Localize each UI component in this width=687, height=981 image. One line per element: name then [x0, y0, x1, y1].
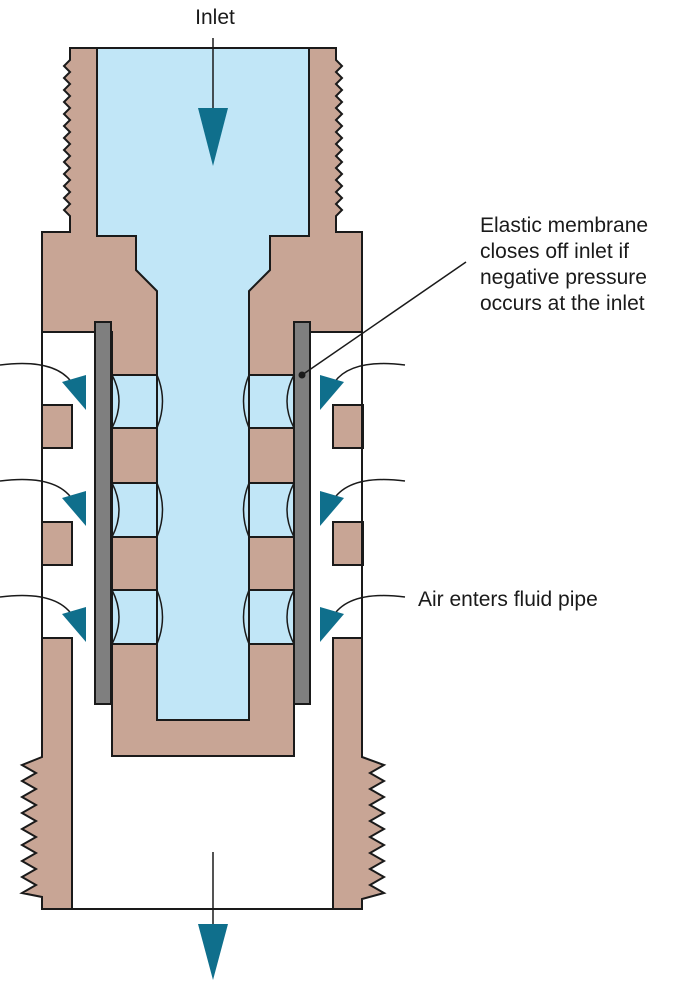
air-arrows-right [320, 362, 406, 642]
outlet-body-left [19, 637, 73, 910]
side-block-left-1 [41, 404, 73, 449]
inner-block-right-2 [248, 536, 295, 591]
membrane-leader-dot [298, 371, 306, 379]
membrane-label-line-2: closes off inlet if [480, 240, 629, 263]
inner-block-left-2 [111, 536, 158, 591]
air-arrows-left [0, 362, 86, 642]
inlet-label: Inlet [195, 6, 235, 29]
membrane-left [94, 321, 112, 705]
side-block-left-2 [41, 521, 73, 566]
outlet-body-right [332, 637, 387, 910]
air-label: Air enters fluid pipe [418, 588, 598, 611]
air-holes [111, 374, 295, 645]
inner-block-left-1 [111, 427, 158, 484]
outlet-arrow [198, 852, 228, 980]
membrane-label-line-3: negative pressure [480, 266, 647, 289]
membrane-leader-line [301, 261, 467, 376]
side-block-right-2 [332, 521, 364, 566]
side-block-right-1 [332, 404, 364, 449]
membrane-label-line-1: Elastic membrane [480, 214, 648, 237]
inlet-arrow [198, 38, 228, 166]
housing-outline [41, 332, 363, 638]
valve-body-cup [111, 643, 295, 757]
membrane-label-line-4: occurs at the inlet [480, 292, 645, 315]
membrane-right [293, 321, 311, 705]
inner-block-right-1 [248, 427, 295, 484]
